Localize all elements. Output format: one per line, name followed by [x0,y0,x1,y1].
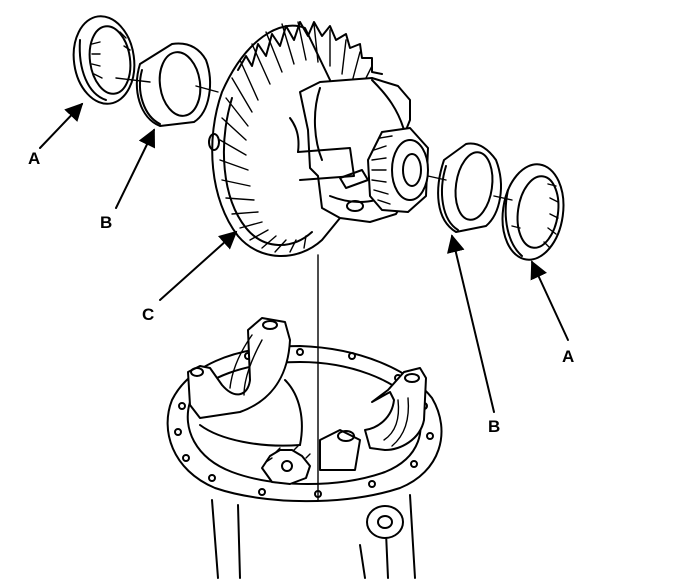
label-a-right: A [562,347,574,366]
right-adjuster-ring [501,163,565,261]
label-b-right: B [488,417,500,436]
differential-assembly [208,21,429,257]
left-bearing-race [135,42,211,127]
arrow-b-right [447,234,495,413]
arrow-a-left [39,102,84,149]
alignment-lines [115,77,513,501]
arrow-a-right [530,260,569,341]
transmission-housing [166,317,443,579]
label-a-left: A [28,149,40,168]
arrow-c [159,230,238,301]
leader-arrows [39,102,569,413]
label-c: C [142,305,154,324]
arrow-b-left [115,128,155,209]
right-bearing-race [437,142,502,233]
label-b-left: B [100,213,112,232]
left-adjuster-ring [72,15,136,105]
